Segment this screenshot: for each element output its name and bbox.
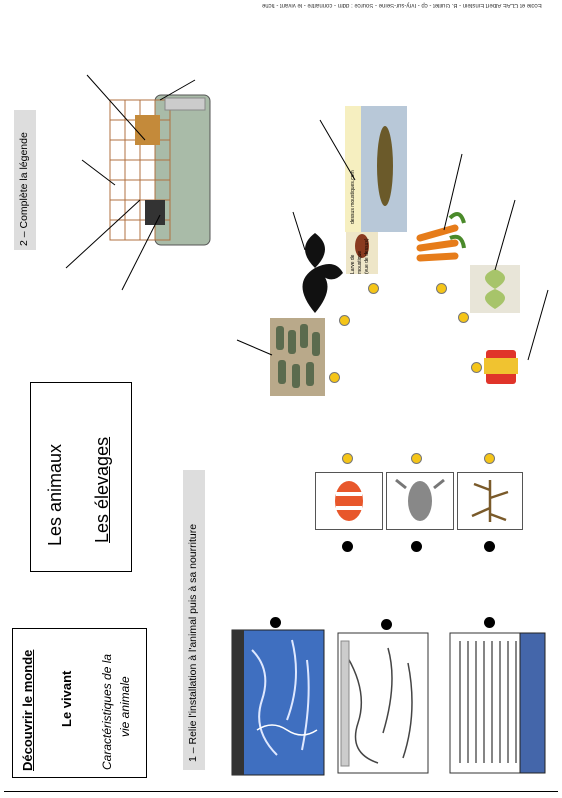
aquarium-marine-dot[interactable] xyxy=(270,617,281,628)
title-box xyxy=(30,382,132,572)
mosquito-larva-large-image xyxy=(345,106,407,232)
terrarium-image xyxy=(337,632,429,774)
clownfish-dot-left[interactable] xyxy=(342,541,353,552)
lettuce-leaves-image xyxy=(470,265,520,313)
mosquito-larva-small-image xyxy=(346,228,378,274)
axolotl-dot-left[interactable] xyxy=(411,541,422,552)
rabbit-cage-image xyxy=(109,94,211,246)
cage-dot[interactable] xyxy=(484,617,495,628)
carrots-dot[interactable] xyxy=(436,283,447,294)
clownfish-image xyxy=(335,481,363,521)
larva-small-dot[interactable] xyxy=(368,283,379,294)
exercise1-band xyxy=(183,470,205,770)
stick-insect-image xyxy=(471,480,509,522)
bramble-leaves-image xyxy=(302,233,343,313)
cage-image xyxy=(449,632,546,774)
fish-food-dot[interactable] xyxy=(471,362,482,373)
header-box xyxy=(12,628,147,778)
terrarium-dot[interactable] xyxy=(381,619,392,630)
footer-rule xyxy=(4,791,558,792)
pellets-dot[interactable] xyxy=(329,372,340,383)
aquarium-marine-image xyxy=(231,629,325,776)
stick-insect-dot-right[interactable] xyxy=(484,453,495,464)
carrots-image xyxy=(416,212,466,262)
clownfish-dot-right[interactable] xyxy=(342,453,353,464)
exercise2-band xyxy=(14,110,36,250)
pellets-image xyxy=(270,318,325,396)
bramble-dot[interactable] xyxy=(339,315,350,326)
lettuce-dot[interactable] xyxy=(458,312,469,323)
axolotl-image xyxy=(395,478,445,521)
fish-food-jar-image xyxy=(484,350,518,384)
axolotl-dot-right[interactable] xyxy=(411,453,422,464)
stick-insect-dot-left[interactable] xyxy=(484,541,495,552)
